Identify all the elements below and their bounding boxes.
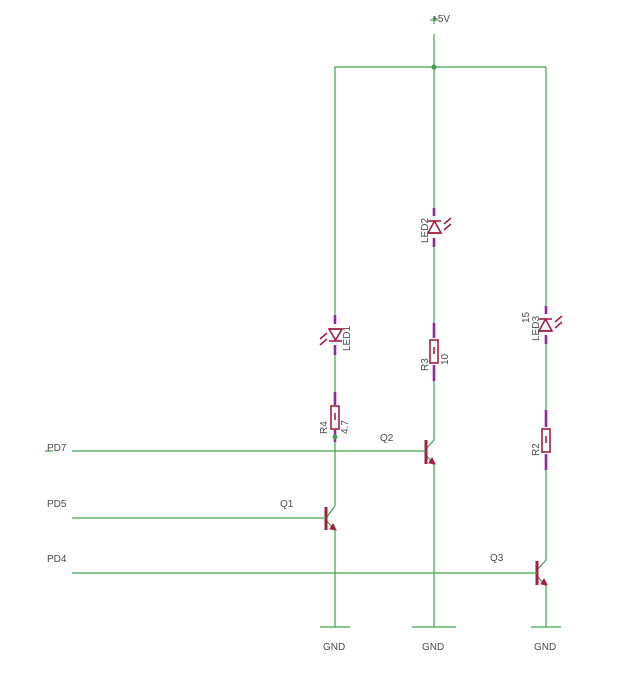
supply-label: +5V <box>432 14 450 25</box>
led3-label: LED3 <box>531 316 542 341</box>
q1-label: Q1 <box>280 499 294 510</box>
r3-label: R3 <box>420 358 431 371</box>
led3-value: 15 <box>521 311 532 323</box>
gnd-symbol-1: GND <box>320 626 350 653</box>
led1-symbol: LED1 <box>319 315 353 355</box>
r4-label: R4 <box>319 421 330 434</box>
r3-value: 10 <box>440 353 451 365</box>
pd5-label: PD5 <box>47 499 67 510</box>
led1-label: LED1 <box>342 326 353 351</box>
gnd-label-3: GND <box>534 642 556 653</box>
q1-symbol: Q1 <box>280 499 337 531</box>
net-pd4: PD4 <box>47 554 537 574</box>
q2-label: Q2 <box>380 433 394 444</box>
gnd-symbol-3: GND <box>531 626 561 653</box>
q3-label: Q3 <box>490 553 504 564</box>
r2-label: R2 <box>531 443 542 456</box>
gnd-label-2: GND <box>422 642 444 653</box>
net-pd7: PD7 <box>45 443 426 454</box>
net-pd5: PD5 <box>47 499 326 519</box>
pd4-label: PD4 <box>47 554 67 565</box>
junction-dot-r4 <box>332 434 338 440</box>
r3-symbol: R3 10 <box>420 323 451 381</box>
led3-symbol: 15 LED3 <box>521 306 563 344</box>
supply-symbol: +5V <box>430 14 450 67</box>
led2-symbol: LED2 <box>420 208 452 247</box>
r4-value: 4.7 <box>340 420 351 434</box>
q2-symbol: Q2 <box>380 433 436 466</box>
led2-label: LED2 <box>420 218 431 243</box>
q3-symbol: Q3 <box>490 553 548 587</box>
gnd-label-1: GND <box>323 642 345 653</box>
gnd-symbol-2: GND <box>412 626 456 653</box>
r2-symbol: R2 <box>531 410 551 470</box>
pd7-label: PD7 <box>47 443 67 454</box>
r4-symbol: R4 4.7 <box>319 392 351 442</box>
